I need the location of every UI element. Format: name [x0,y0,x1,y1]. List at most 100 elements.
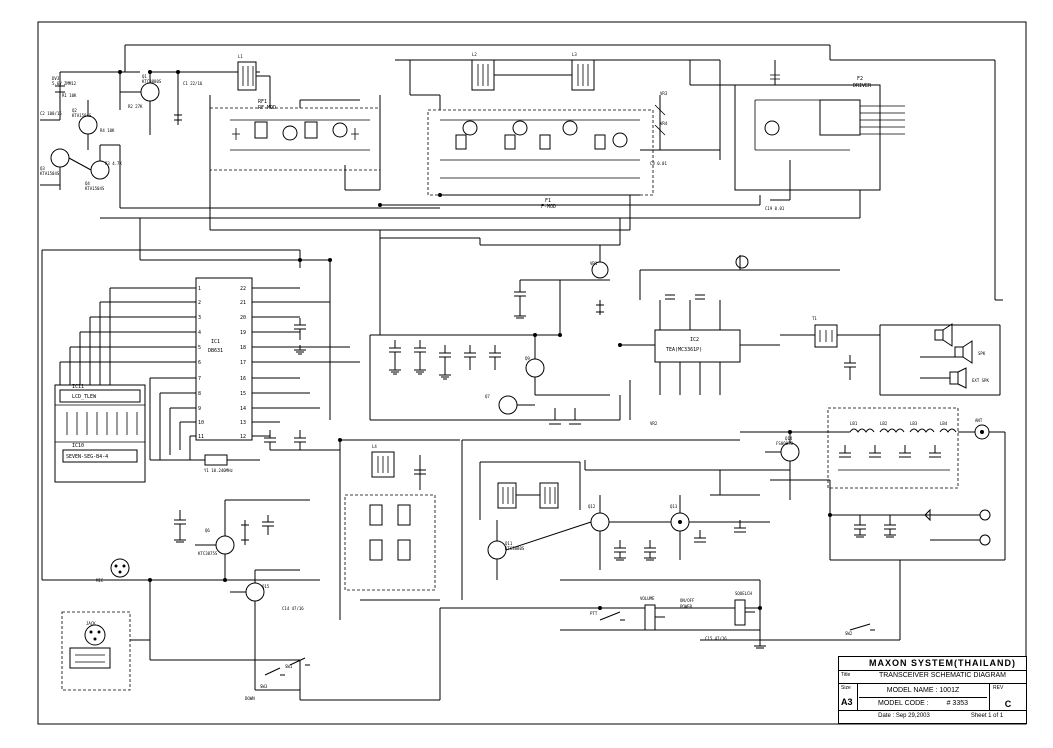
ic1-pin-17: 17 [240,360,246,366]
ic10-label: IC10 [72,443,84,449]
spk-label: SPK [978,351,986,356]
title-field-label: Title [841,672,851,678]
c1-label: C1 22/16 [183,81,203,86]
dv3-label: DV3 [52,76,60,81]
lcd-sub-label: SEVEN-SEG-B4-4 [66,454,108,460]
q15-label: Q15 [262,584,270,589]
ic11-label: IC11 [72,384,84,390]
sw2-label: SW2 [845,631,853,636]
r1-label: R1 10K [62,93,77,98]
f1-module [395,59,721,196]
t1-label: T1 [812,316,817,321]
jack-label: JACK [86,621,96,626]
q1-symbol [140,82,160,102]
power-switch-section [40,71,440,209]
c15-label: C15 47/16 [705,636,727,641]
ic1-pin-1: 1 [198,286,201,292]
f2-sub-label: DRIVER [853,83,872,89]
ic1-pin-19: 19 [240,330,246,336]
q1-label: Q1 [142,74,147,79]
rf1-sub-label: RF-MOD [258,105,276,111]
f2-module [689,60,905,201]
q2-symbol [78,115,98,135]
c14-label: C14 47/16 [282,606,304,611]
lb3-label: LB3 [910,421,918,426]
q1-part: KTC3880S [142,79,162,84]
sw3-label: SW3 [260,684,268,689]
q3-part: KTA1504S [40,171,60,176]
ic1-pin-3: 3 [198,315,201,321]
lb1-label: LB1 [850,421,858,426]
ic1-pin-8: 8 [198,391,201,397]
model-code: MODEL CODE : # 3353 [859,700,987,707]
ground-symbols [174,310,896,649]
model-name: MODEL NAME : 1001Z [886,687,960,694]
ant-label: ANT [975,418,983,423]
q9-symbol [498,395,518,415]
ic1-pin-2: 2 [198,300,201,306]
on-off-label: ON/OFF [680,598,695,603]
q9-label: Q9 [525,356,530,361]
vr1-label: VR1 [590,261,598,266]
q2-part: KTA1504S [72,113,92,118]
q3-symbol [50,148,70,168]
mic-label: MIC [96,578,104,583]
ic1-pin-13: 13 [240,420,246,426]
c3-label: C3 0.01 [650,161,667,166]
q11-label: Q11 [505,541,513,546]
q7-label: Q7 [485,394,490,399]
q13-label: Q13 [670,504,678,509]
q3-label: Q3 [40,166,45,171]
c2-label: C2 100/16 [40,111,62,116]
q11-symbol [487,540,507,560]
ext-connector-box [61,580,151,691]
ic1-pin-16: 16 [240,376,246,382]
size-field-label: Size [841,685,851,691]
drawing-date: Date : Sep 29,2003 [878,713,930,719]
f1-label: F1 [545,198,551,204]
title-block: MAXON SYSTEM(THAILAND) Title TRANSCEIVER… [838,656,1027,724]
ic2-part-label: TEA(MC3361P) [666,347,702,353]
ic1-pin-20: 20 [240,315,246,321]
ic1-pin-10: 10 [198,420,204,426]
q4-part: KTA1504S [85,186,105,191]
ic1-part-label: DB631 [208,348,223,354]
q11-part: KTC3880S [505,546,525,551]
r4-label: R4 10K [100,128,115,133]
ic1-pin-18: 18 [240,345,246,351]
ic1-pin-7: 7 [198,376,201,382]
c19-label: C19 0.01 [765,206,785,211]
dv3-part: 5.6V ZMM12 [52,81,77,86]
ic1-controller [195,277,253,441]
l1-label: L1 [238,54,243,59]
ic1-pin-21: 21 [240,300,246,306]
down-label: DOWN [245,696,255,701]
power-label: POWER [680,604,693,609]
vr3-label: VR3 [660,91,668,96]
ic1-pin-15: 15 [240,391,246,397]
company-name: MAXON SYSTEM(THAILAND) [869,658,1016,668]
model-code-label: MODEL CODE : [877,700,929,707]
ic1-pin-numbers: 1 2 3 4 5 6 7 8 9 10 11 22 21 20 19 18 1… [198,286,246,440]
ic2-chip [654,329,741,363]
ic1-pin-9: 9 [198,406,201,412]
ic1-label: IC1 [211,339,220,345]
lcd-label: LCD_TLEW [72,394,97,400]
lb4-label: LB4 [940,421,948,426]
tx-filter-module [827,407,975,489]
ic1-pin-22: 22 [240,286,246,292]
q6-part: KTC3875S [198,551,218,556]
ic1-pin-12: 12 [240,434,246,440]
l3-label: L3 [572,52,577,57]
rf1-module [209,61,381,191]
y1-crystal [204,454,228,466]
q4-label: Q4 [85,181,90,186]
audio-output-section [780,323,1001,396]
vr4-label: VR4 [660,121,668,126]
l4-label: L4 [372,444,377,449]
ptt-label: PTT [590,611,598,616]
sheet-number: Sheet 1 of 1 [970,713,1004,719]
revision: C [1004,699,1012,709]
vr2-label: VR2 [650,421,658,426]
